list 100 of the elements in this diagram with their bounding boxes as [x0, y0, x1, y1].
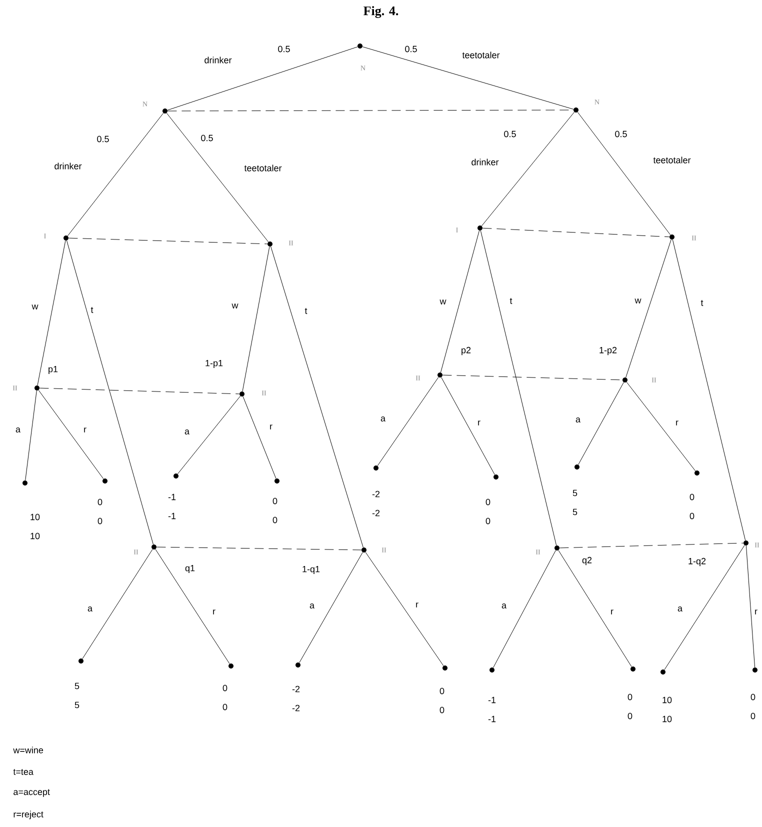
edge-label: drinker	[54, 162, 82, 170]
payoff-value: -2	[372, 510, 380, 516]
tree-branch	[578, 382, 624, 465]
tree-branch	[242, 246, 270, 392]
payoff-value: 0	[628, 712, 632, 720]
edge-label: r	[676, 420, 678, 426]
edge-label: a	[502, 604, 506, 608]
edge-label: a	[576, 418, 580, 422]
tree-branch	[177, 396, 241, 474]
tree-branch	[493, 550, 556, 668]
tree-branch	[746, 545, 756, 668]
edge-label: r	[755, 610, 758, 614]
payoff-value: 0	[628, 694, 632, 700]
payoff-value: -2	[292, 704, 300, 712]
probability-label: p1	[48, 366, 58, 374]
probability-label: p2	[462, 346, 471, 356]
edge-label: teetotaler	[653, 156, 691, 164]
payoff-value: 0	[98, 498, 102, 506]
payoff-value: 10	[30, 532, 40, 540]
tree-branch	[82, 549, 153, 659]
tree-branch	[242, 396, 276, 479]
payoff-value: 0	[98, 518, 102, 524]
information-set-line	[68, 238, 268, 244]
edge-label: a	[380, 416, 386, 422]
tree-branch	[664, 545, 745, 670]
payoff-value: -1	[488, 696, 496, 704]
tree-branch	[25, 390, 37, 481]
edge-label: r	[416, 602, 418, 608]
information-set-line	[559, 542, 744, 548]
tree-branch	[440, 230, 480, 373]
edge-label: r	[213, 610, 216, 614]
tree-branch	[37, 240, 66, 386]
tree-branch	[558, 550, 632, 667]
tree-branch	[166, 112, 269, 242]
payoff-value: 0	[750, 694, 756, 700]
edge-label: drinker	[472, 158, 499, 166]
edge-label: r	[478, 420, 480, 426]
edge-label: t	[700, 300, 704, 306]
probability-label: 1-p1	[206, 360, 223, 368]
tree-branch	[66, 240, 154, 545]
payoff-value: 0	[440, 688, 444, 694]
probability-label: 0.5	[278, 46, 290, 52]
tree-branch	[626, 382, 696, 472]
tree-branch	[299, 552, 363, 663]
edge-label: w	[32, 304, 38, 310]
tree-branch	[67, 112, 164, 236]
tree-branch	[38, 390, 104, 480]
tree-branch	[362, 46, 574, 110]
payoff-value: 0	[272, 498, 278, 504]
tree-branch	[377, 376, 439, 466]
edge-label: t	[304, 308, 308, 314]
edge-label: a	[310, 604, 314, 608]
tree-branch	[441, 377, 495, 475]
payoff-value: 0	[750, 712, 756, 720]
tree-branch	[626, 239, 672, 378]
edge-label: r	[84, 428, 86, 432]
tree-branch	[480, 230, 557, 546]
information-set-line	[167, 110, 574, 112]
tree-branch	[155, 549, 230, 664]
probability-label: 1-p2	[600, 346, 617, 356]
payoff-value: 10	[662, 696, 672, 704]
payoff-value: 5	[74, 682, 80, 690]
key-text: r=reject	[14, 810, 44, 820]
payoff-value: 5	[572, 490, 578, 496]
tree-branch	[577, 112, 671, 236]
payoff-value: -1	[168, 494, 176, 500]
key-text: t=tea	[13, 769, 34, 775]
edge-label: drinker	[204, 56, 232, 64]
information-set-line	[482, 228, 670, 238]
edge-label: teetotaler	[462, 52, 500, 58]
probability-label: 0.5	[615, 130, 627, 138]
payoff-value: -2	[292, 686, 300, 692]
edge-label: r	[611, 610, 614, 614]
probability-label: 1-q2	[688, 558, 706, 566]
edge-label: a	[16, 428, 20, 432]
tree-branch	[365, 552, 444, 666]
payoff-value: 0	[486, 498, 490, 506]
edge-label: w	[634, 298, 642, 304]
tree-branch	[270, 246, 364, 548]
figure-title: Fig. 4.	[364, 6, 398, 18]
tree-branch	[167, 46, 358, 110]
tree-branch	[481, 112, 575, 226]
edge-label: t	[510, 298, 512, 304]
probability-label: 0.5	[97, 136, 109, 142]
payoff-value: 5	[572, 508, 578, 516]
payoff-value: 0	[690, 512, 694, 520]
probability-label: 0.5	[201, 134, 213, 142]
edge-label: r	[270, 424, 272, 430]
payoff-value: 10	[662, 716, 672, 722]
key-text: a=accept	[14, 789, 50, 797]
probability-label: q1	[185, 564, 195, 574]
probability-label: 0.5	[504, 130, 516, 138]
edge-label: a	[184, 430, 190, 434]
payoff-value: 0	[222, 704, 228, 710]
payoff-value: 5	[74, 702, 80, 708]
edge-label: a	[678, 606, 682, 612]
probability-label: q2	[582, 556, 592, 566]
edge-label: teetotaler	[244, 164, 282, 172]
edge-label: a	[88, 606, 92, 612]
payoff-value: 0	[440, 706, 444, 714]
